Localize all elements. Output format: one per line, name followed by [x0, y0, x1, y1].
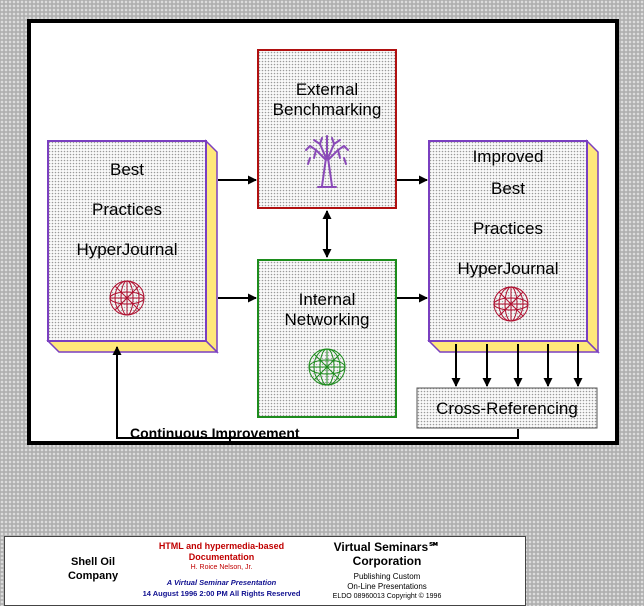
improved-line: Improved [472, 147, 544, 166]
sphere-icon [109, 280, 145, 316]
vs-sub-line: On-Line Presentations [347, 582, 427, 591]
best-practices-line: Best [109, 160, 145, 179]
improved-line: Practices [473, 219, 543, 238]
improved-practices-label: Improved Best Practices HyperJournal [429, 147, 587, 279]
doc-title-line: Documentation [188, 552, 255, 562]
external-line: Benchmarking [272, 100, 382, 119]
shell-company-name: Shell Oil Company [63, 555, 123, 583]
shell-line: Company [67, 570, 119, 582]
internal-line: Networking [284, 310, 370, 329]
sphere-icon [493, 286, 529, 322]
continuous-improvement-label: Continuous Improvement [130, 425, 300, 441]
vs-title-line: Virtual Seminars℠ [333, 540, 441, 554]
internal-networking-box [257, 259, 397, 418]
external-line: External [295, 80, 359, 99]
best-practices-label: Best Practices HyperJournal [48, 160, 206, 260]
footer-banner [4, 536, 526, 606]
documentation-info: HTML and hypermedia-based Documentation … [130, 539, 313, 601]
cross-referencing-box [416, 387, 598, 429]
vs-sub-line: Publishing Custom [353, 572, 421, 581]
virtual-seminars-info: Virtual Seminars℠ Corporation Publishing… [318, 539, 456, 601]
external-benchmarking-label: External Benchmarking [258, 80, 396, 120]
doc-title-line: HTML and hypermedia-based [158, 541, 285, 551]
improved-line: Best [490, 179, 526, 198]
cross-referencing-label: Cross-Referencing [436, 399, 578, 418]
arrow-continuous-improvement [112, 346, 519, 439]
tree-icon [305, 135, 349, 188]
author-name: H. Roice Nelson, Jr. [190, 564, 253, 571]
shell-line: Shell Oil [70, 556, 115, 568]
improved-line: HyperJournal [457, 259, 559, 278]
external-benchmarking-box [257, 49, 397, 209]
internal-line: Internal [298, 290, 356, 309]
best-practices-line: Practices [92, 200, 162, 219]
internal-networking-label: Internal Networking [258, 290, 396, 330]
date-line: 14 August 1996 2:00 PM All Rights Reserv… [142, 589, 301, 598]
network-sphere-icon [308, 348, 346, 386]
best-practices-line: HyperJournal [76, 240, 178, 259]
copyright-line: ELDO 08960013 Copyright © 1996 [332, 593, 442, 600]
vs-title-line: Corporation [352, 554, 422, 568]
presentation-line: A Virtual Seminar Presentation [166, 578, 277, 587]
